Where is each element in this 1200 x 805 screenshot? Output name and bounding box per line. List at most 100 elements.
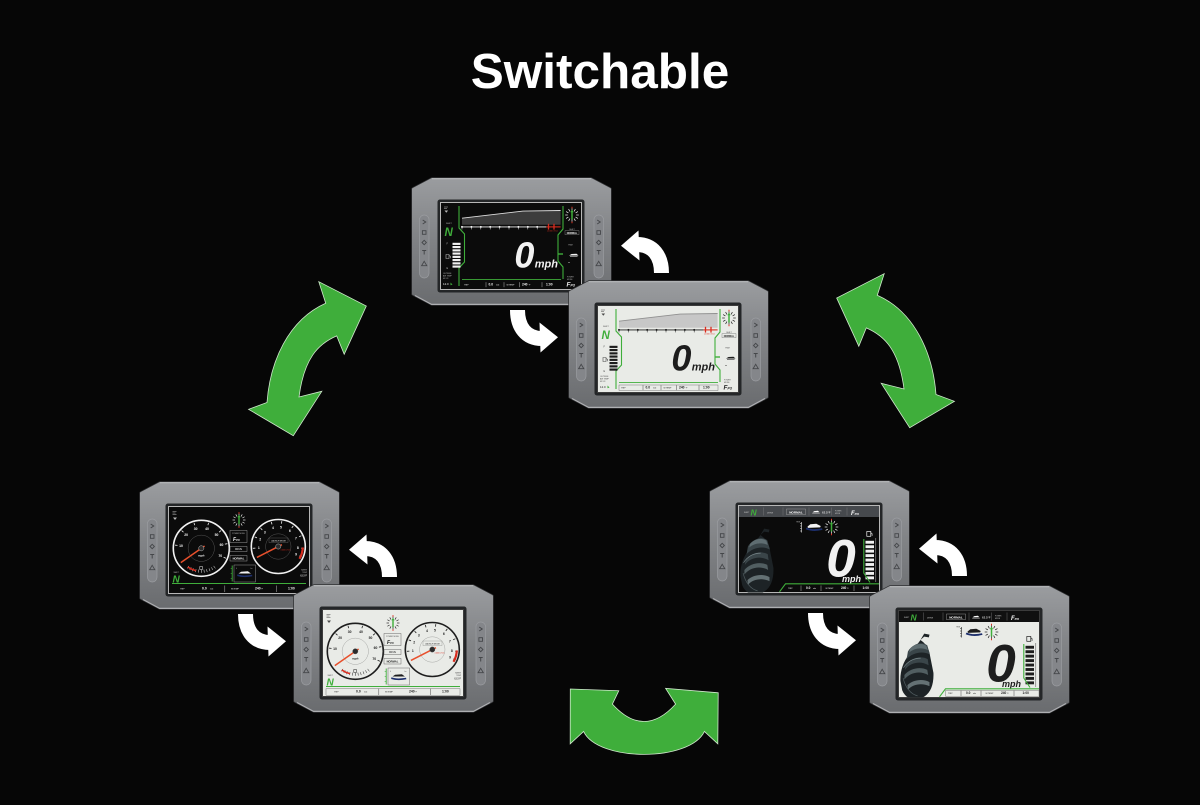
svg-text:10: 10 — [333, 647, 337, 651]
svg-text:DRIVE: DRIVE — [927, 617, 934, 619]
svg-text:7: 7 — [295, 537, 297, 541]
svg-text:6: 6 — [443, 632, 445, 636]
svg-text:40: 40 — [359, 630, 363, 634]
svg-text:LAUNCH MODE: LAUNCH MODE — [425, 642, 440, 645]
svg-text:4: 4 — [426, 629, 428, 633]
svg-text:MODE: MODE — [835, 513, 841, 515]
svg-text:1:00: 1:00 — [288, 587, 295, 591]
svg-text:POWER MODE: POWER MODE — [232, 533, 245, 535]
svg-text:63.5°F: 63.5°F — [822, 511, 831, 515]
svg-text:240: 240 — [255, 587, 261, 591]
svg-text:N: N — [445, 227, 454, 239]
svg-text:7: 7 — [449, 640, 451, 644]
svg-text:20: 20 — [338, 636, 342, 640]
svg-text:NORMAL: NORMAL — [233, 557, 245, 561]
svg-text:mph: mph — [842, 574, 862, 584]
svg-text:0: 0 — [671, 337, 691, 378]
svg-text:5: 5 — [434, 628, 436, 632]
svg-text:TRIP: TRIP — [180, 589, 185, 591]
svg-text:kn: kn — [251, 568, 253, 570]
svg-text:Switchable: Switchable — [471, 44, 730, 99]
svg-text:mile: mile — [653, 387, 656, 389]
svg-text:70: 70 — [218, 554, 222, 558]
svg-text:63.5°F: 63.5°F — [300, 575, 307, 577]
svg-text:1:00: 1:00 — [703, 385, 710, 389]
svg-text:DRIVE: DRIVE — [389, 652, 396, 654]
svg-text:63.5°F: 63.5°F — [982, 616, 991, 620]
svg-text:mile: mile — [813, 588, 816, 590]
svg-text:N: N — [911, 612, 918, 622]
svg-text:TRIP: TRIP — [948, 693, 953, 695]
svg-text:x1000 r/min: x1000 r/min — [704, 333, 716, 336]
svg-text:N: N — [751, 507, 758, 517]
svg-text:8: 8 — [451, 649, 453, 653]
svg-text:TRIP: TRIP — [621, 387, 626, 389]
svg-text:mile: mile — [210, 589, 213, 591]
svg-text:60: 60 — [374, 646, 378, 650]
svg-text:0.0: 0.0 — [806, 586, 811, 590]
svg-text:30: 30 — [194, 527, 198, 531]
svg-text:mph: mph — [535, 259, 559, 271]
svg-text:1: 1 — [258, 546, 260, 550]
svg-text:8: 8 — [297, 546, 299, 550]
svg-text:TRIM: TRIM — [568, 245, 573, 247]
svg-text:60: 60 — [220, 543, 224, 547]
svg-text:NORMAL: NORMAL — [789, 511, 803, 515]
svg-text:mph: mph — [198, 553, 205, 557]
svg-text:3: 3 — [418, 634, 420, 638]
svg-text:mph: mph — [352, 656, 359, 660]
svg-text:1:00: 1:00 — [442, 690, 449, 694]
svg-text:mph: mph — [1002, 679, 1022, 689]
svg-text:W.TEMP: W.TEMP — [664, 387, 673, 389]
svg-text:SHIFT: SHIFT — [744, 512, 750, 514]
svg-text:1:00: 1:00 — [863, 586, 870, 590]
svg-text:W.TEMP: W.TEMP — [507, 284, 516, 286]
svg-text:AIR TEMP: AIR TEMP — [443, 275, 453, 278]
svg-text:50: 50 — [215, 533, 219, 537]
svg-text:5: 5 — [280, 525, 282, 529]
svg-text:0.0: 0.0 — [489, 282, 494, 286]
svg-text:240: 240 — [522, 282, 528, 286]
svg-text:°F: °F — [1007, 693, 1009, 695]
svg-text:AIR TEMP: AIR TEMP — [600, 378, 610, 381]
svg-text:kn: kn — [405, 671, 407, 673]
svg-text:LAUNCH MODE: LAUNCH MODE — [271, 539, 286, 542]
svg-text:10: 10 — [179, 544, 183, 548]
svg-text:DRIVE: DRIVE — [767, 512, 774, 514]
svg-text:0.0: 0.0 — [646, 385, 651, 389]
svg-text:1:00: 1:00 — [546, 282, 553, 286]
svg-text:SHIFT: SHIFT — [904, 617, 910, 619]
svg-text:NORMAL: NORMAL — [567, 232, 578, 235]
svg-text:40: 40 — [205, 527, 209, 531]
svg-text:N: N — [602, 330, 611, 342]
svg-text:x1000 r/min: x1000 r/min — [435, 651, 445, 654]
svg-text:FPO: FPO — [724, 385, 733, 392]
svg-text:▸▸: ▸▸ — [568, 261, 570, 264]
svg-text:TRIP: TRIP — [464, 284, 469, 286]
svg-text:TRIP: TRIP — [334, 692, 339, 694]
svg-text:DRIVE: DRIVE — [235, 549, 242, 551]
svg-text:MODE: MODE — [995, 618, 1001, 620]
svg-text:240: 240 — [679, 385, 685, 389]
svg-text:9: 9 — [295, 553, 297, 557]
svg-text:W.TEMP: W.TEMP — [986, 693, 995, 695]
svg-text:4: 4 — [272, 526, 274, 530]
svg-text:30: 30 — [348, 630, 352, 634]
svg-text:70: 70 — [372, 657, 376, 661]
svg-text:TRIM: TRIM — [956, 627, 961, 629]
svg-text:1:00: 1:00 — [1023, 691, 1030, 695]
svg-text:0: 0 — [236, 568, 237, 570]
svg-text:mile: mile — [973, 693, 976, 695]
svg-text:240: 240 — [1001, 691, 1007, 695]
svg-text:3: 3 — [264, 531, 266, 535]
svg-text:W.TEMP: W.TEMP — [231, 589, 240, 591]
svg-text:x1000 r/min: x1000 r/min — [547, 230, 559, 233]
svg-text:0: 0 — [390, 671, 391, 673]
svg-text:2: 2 — [413, 640, 415, 644]
svg-text:POWER MODE: POWER MODE — [386, 636, 399, 638]
svg-text:2: 2 — [259, 537, 261, 541]
svg-text:12.0: 12.0 — [600, 385, 606, 389]
svg-text:NORMAL: NORMAL — [949, 616, 963, 620]
svg-text:240: 240 — [841, 586, 847, 590]
svg-text:mile: mile — [496, 284, 499, 286]
